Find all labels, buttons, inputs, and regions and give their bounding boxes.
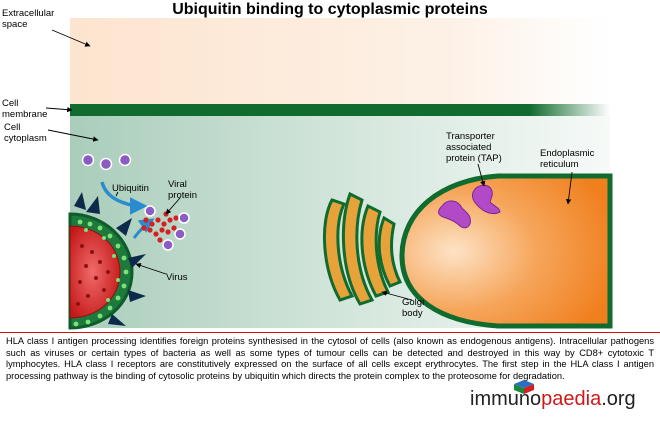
cell-membrane <box>70 104 610 116</box>
ubiquitinated-viral-protein <box>141 205 190 251</box>
logo-text-org: .org <box>601 388 636 410</box>
immunopaedia-logo[interactable]: immunopaedia.org <box>470 380 636 412</box>
label-virus: Virus <box>166 272 188 283</box>
label-golgi-body: Golgi body <box>402 297 425 319</box>
label-viral-protein: Viral protein <box>168 179 198 201</box>
caption-text: HLA class I antigen processing identifie… <box>6 336 654 381</box>
golgi-body <box>323 191 403 306</box>
virus <box>68 192 146 330</box>
label-endoplasmic-reticulum: Endoplasmic reticulum <box>540 148 595 170</box>
tap-molecule-2 <box>471 184 501 215</box>
label-cell-cytoplasm: Cell cytoplasm <box>4 122 47 144</box>
label-extracellular-space: Extracellular space <box>2 8 55 30</box>
caption-divider <box>0 332 660 333</box>
logo-text-paedia: paedia <box>541 388 602 410</box>
endoplasmic-reticulum <box>399 173 613 329</box>
logo-cube-icon <box>514 380 534 394</box>
extracellular-region <box>70 18 610 104</box>
ubiquitin-arrow <box>100 181 148 215</box>
tap-molecule-1 <box>438 200 471 229</box>
label-tap: Transporter associated protein (TAP) <box>446 131 502 164</box>
ubiquitin-molecules <box>81 153 132 171</box>
label-ubiquitin: Ubiquitin <box>112 183 149 194</box>
leader-lines <box>45 29 573 301</box>
label-cell-membrane: Cell membrane <box>2 98 48 120</box>
diagram-title: Ubiquitin binding to cytoplasmic protein… <box>172 1 488 18</box>
